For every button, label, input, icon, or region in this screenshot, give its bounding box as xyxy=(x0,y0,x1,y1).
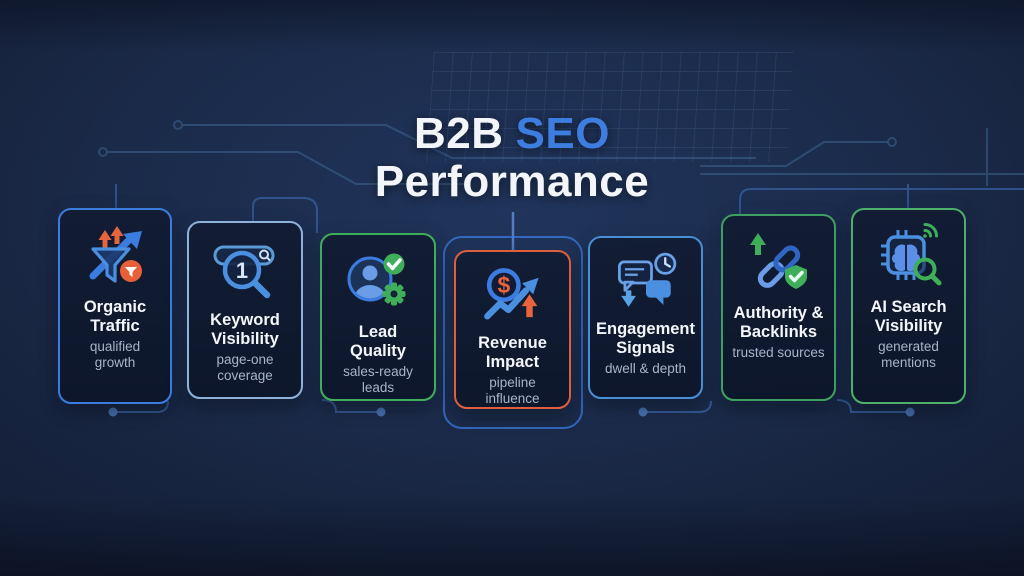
card-title: Authority & Backlinks xyxy=(734,304,824,342)
revenue-growth-icon: $ xyxy=(480,264,546,330)
card-subtitle-line: leads xyxy=(361,380,395,396)
card-subtitle-line: coverage xyxy=(217,368,273,384)
card-subtitle-line: qualified xyxy=(89,338,141,354)
card-subtitle-line: pipeline xyxy=(489,374,536,390)
card-ai-search-visibility: AI Search Visibility generated mentions xyxy=(851,208,966,404)
card-authority-backlinks: Authority & Backlinks trusted sources xyxy=(721,214,836,401)
card-keyword-visibility: 1 Keyword Visibility page-one coverage xyxy=(187,221,303,399)
card-title-line: Visibility xyxy=(211,329,279,348)
card-title-line: AI Search xyxy=(870,298,947,316)
card-subtitle-line: generated xyxy=(878,338,939,354)
title-seo: SEO xyxy=(515,109,610,158)
card-engagement-signals: Engagement Signals dwell & depth xyxy=(588,236,703,399)
card-title-line: Signals xyxy=(616,338,675,357)
card-subtitle: generated mentions xyxy=(878,339,939,372)
card-title-line: Visibility xyxy=(874,316,943,335)
card-title: Revenue Impact xyxy=(478,334,547,372)
card-title-line: Lead xyxy=(358,323,398,341)
card-subtitle-line: sales-ready xyxy=(343,363,413,379)
card-subtitle: qualified growth xyxy=(90,339,140,372)
search-rank-icon: 1 xyxy=(209,235,281,307)
card-title: Keyword Visibility xyxy=(210,311,280,349)
backlinks-icon xyxy=(743,228,815,300)
title-line2: Performance xyxy=(374,156,650,206)
card-subtitle-line: growth xyxy=(94,355,136,371)
card-subtitle-line: mentions xyxy=(881,355,936,371)
card-title: Engagement Signals xyxy=(596,320,695,358)
card-title: Lead Quality xyxy=(350,323,406,361)
card-organic-traffic: Organic Traffic qualified growth xyxy=(58,208,172,404)
card-title-line: Authority & xyxy=(733,304,824,322)
svg-text:$: $ xyxy=(497,272,510,298)
card-title-line: Backlinks xyxy=(739,322,818,341)
funnel-growth-icon xyxy=(79,222,151,294)
card-subtitle: trusted sources xyxy=(732,345,824,361)
card-subtitle-line: dwell & depth xyxy=(604,360,687,376)
card-title-line: Keyword xyxy=(210,311,280,329)
title-b2b: B2B xyxy=(414,109,504,158)
card-title-line: Revenue xyxy=(478,334,547,352)
svg-text:1: 1 xyxy=(236,258,248,283)
card-lead-quality: Lead Quality sales-ready leads xyxy=(320,233,436,401)
card-subtitle: dwell & depth xyxy=(605,361,686,377)
card-title: Organic Traffic xyxy=(84,298,146,336)
card-title-line: Impact xyxy=(485,352,540,371)
card-subtitle-line: trusted sources xyxy=(732,344,825,360)
ai-chip-search-icon xyxy=(873,222,945,294)
card-subtitle: page-one coverage xyxy=(216,352,273,385)
card-subtitle-line: page-one xyxy=(216,351,274,367)
qualified-lead-icon xyxy=(342,247,414,319)
card-title: AI Search Visibility xyxy=(870,298,946,336)
card-subtitle: sales-ready leads xyxy=(343,364,413,397)
engagement-chat-icon xyxy=(613,250,679,316)
card-title-line: Quality xyxy=(350,341,406,360)
card-revenue-impact: $ Revenue Impact pipeline influence xyxy=(454,250,571,409)
card-title-line: Traffic xyxy=(90,316,140,335)
card-subtitle-line: influence xyxy=(485,391,540,407)
card-title-line: Engagement xyxy=(595,320,696,338)
card-title-line: Organic xyxy=(83,298,147,316)
card-subtitle: pipeline influence xyxy=(485,375,539,408)
